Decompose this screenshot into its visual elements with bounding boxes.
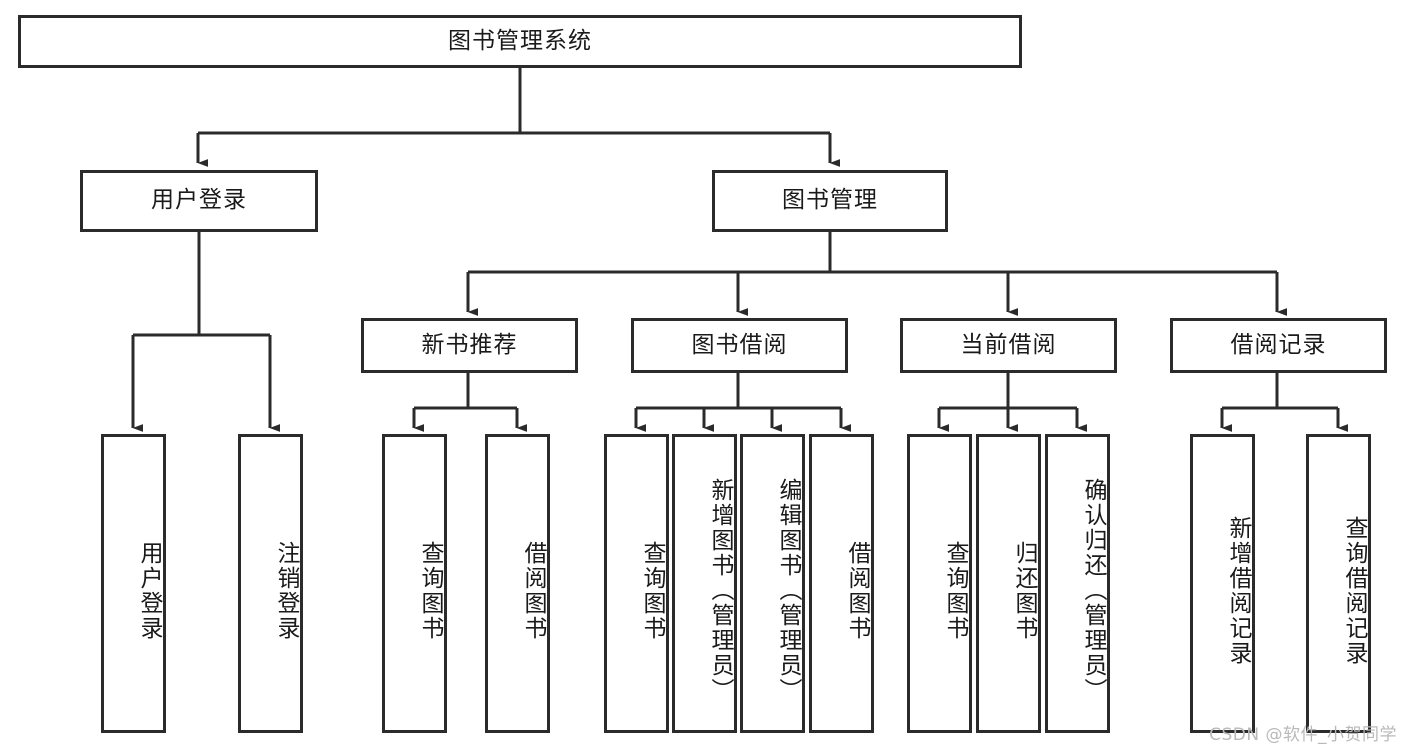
node-label: 新书推荐 [421, 331, 518, 358]
node-new-book-recommendation[interactable]: 新书推荐 [361, 318, 578, 373]
node-label: 确认归还（管理员） [1080, 478, 1106, 703]
node-book-management[interactable]: 图书管理 [712, 170, 948, 232]
node-label: 编辑图书（管理员） [775, 478, 801, 703]
node-label: 当前借阅 [960, 331, 1057, 358]
leaf-current-query-book[interactable]: 查询图书 [907, 434, 972, 733]
leaf-recommend-borrow-book[interactable]: 借阅图书 [485, 434, 550, 733]
leaf-borrow-query-book[interactable]: 查询图书 [604, 434, 669, 733]
node-label: 新增借阅记录 [1225, 515, 1251, 666]
leaf-borrow-add-book-admin[interactable]: 新增图书（管理员） [672, 434, 737, 733]
node-label: 查询借阅记录 [1341, 515, 1367, 666]
node-label: 查询图书 [942, 540, 968, 641]
node-label: 查询图书 [417, 540, 443, 641]
csdn-watermark: CSDN @软件_小贺同学 [1209, 725, 1397, 745]
node-label: 借阅记录 [1230, 331, 1327, 358]
leaf-recommend-query-book[interactable]: 查询图书 [382, 434, 447, 733]
node-label: 归还图书 [1011, 540, 1037, 641]
node-book-borrowing[interactable]: 图书借阅 [631, 318, 848, 373]
node-label: 图书管理系统 [448, 27, 592, 54]
node-label: 图书管理 [782, 187, 878, 214]
node-borrowing-records[interactable]: 借阅记录 [1170, 318, 1387, 373]
node-label: 新增图书（管理员） [707, 478, 733, 703]
node-label: 借阅图书 [520, 540, 546, 641]
node-root-book-management-system[interactable]: 图书管理系统 [18, 15, 1022, 68]
leaf-record-query-borrow-record[interactable]: 查询借阅记录 [1306, 434, 1371, 733]
node-user-login[interactable]: 用户登录 [80, 170, 318, 232]
leaf-logout[interactable]: 注销登录 [238, 434, 303, 733]
leaf-borrow-edit-book-admin[interactable]: 编辑图书（管理员） [740, 434, 805, 733]
leaf-user-login[interactable]: 用户登录 [101, 434, 166, 733]
leaf-current-confirm-return-admin[interactable]: 确认归还（管理员） [1045, 434, 1110, 733]
leaf-borrow-lend-book[interactable]: 借阅图书 [809, 434, 874, 733]
node-label: 注销登录 [273, 540, 299, 641]
node-label: 用户登录 [136, 540, 162, 641]
node-label: 借阅图书 [844, 540, 870, 641]
node-label: 用户登录 [151, 187, 247, 214]
leaf-record-add-borrow-record[interactable]: 新增借阅记录 [1190, 434, 1255, 733]
node-current-borrowing[interactable]: 当前借阅 [900, 318, 1117, 373]
leaf-current-return-book[interactable]: 归还图书 [976, 434, 1041, 733]
node-label: 查询图书 [639, 540, 665, 641]
node-label: 图书借阅 [691, 331, 788, 358]
